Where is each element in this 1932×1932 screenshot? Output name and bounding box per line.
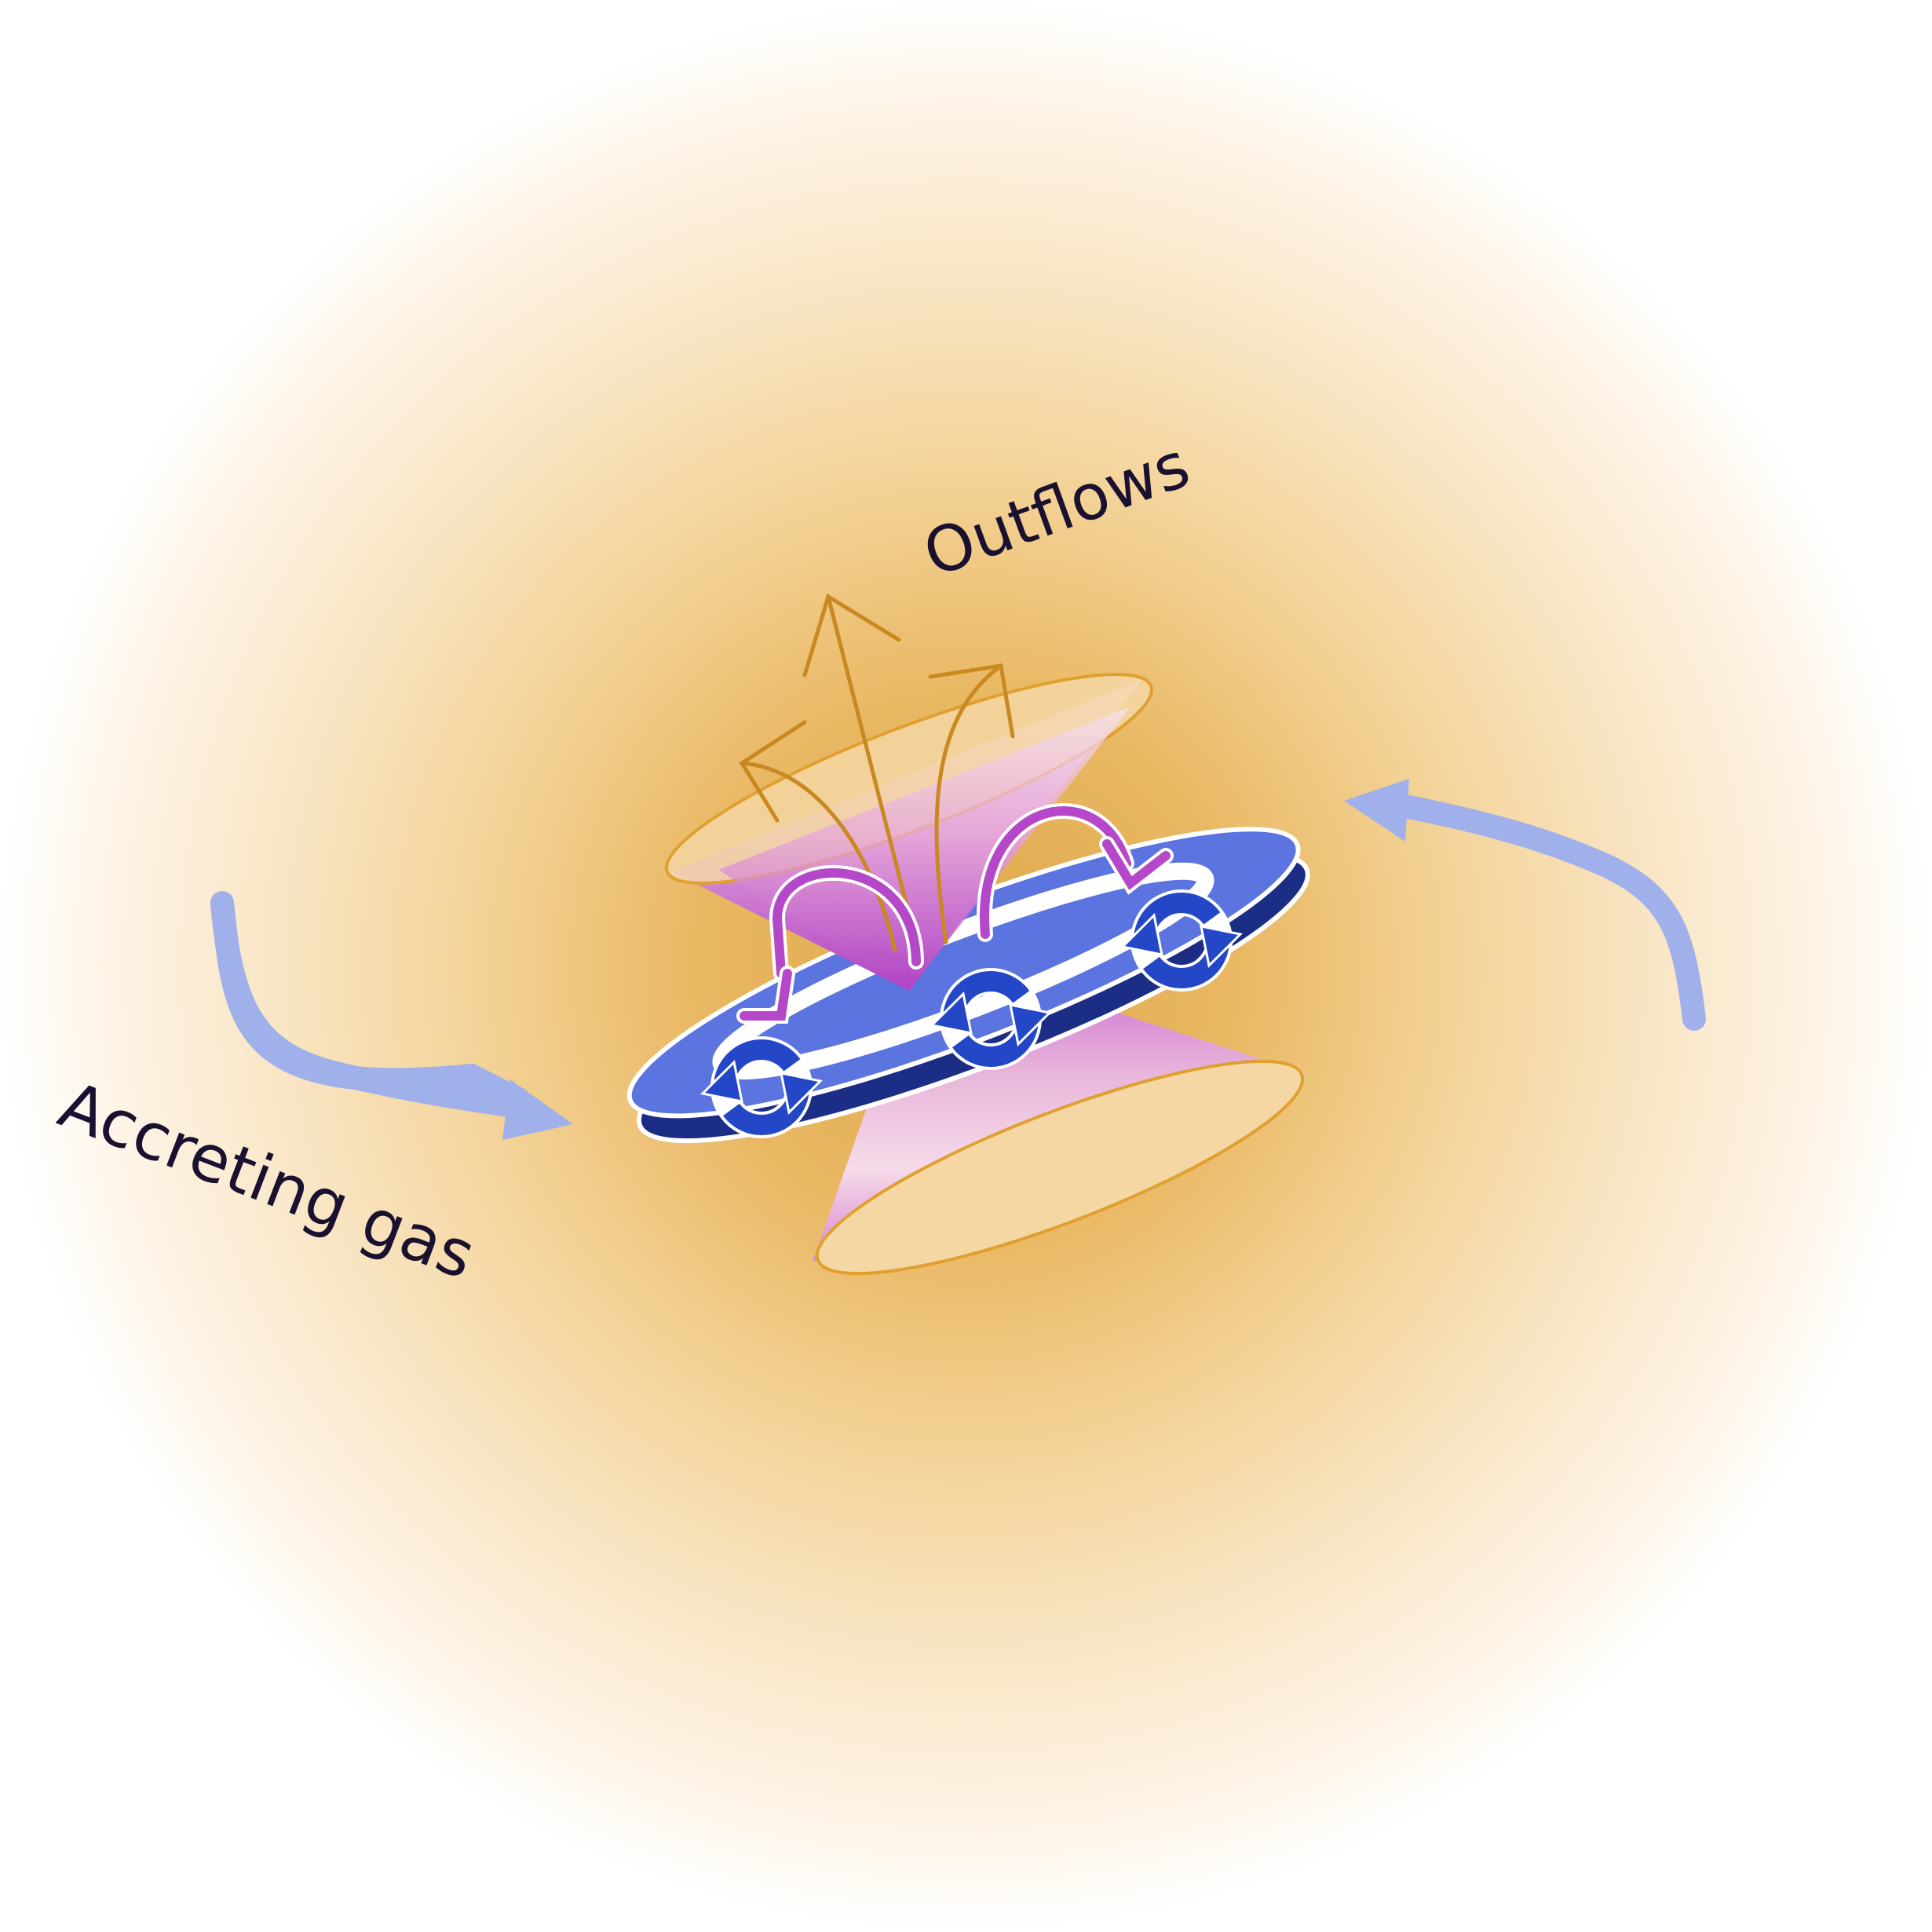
fountain-arrows — [736, 803, 1174, 1024]
outflow-arrows — [739, 593, 1015, 952]
turbulence-swirl-icon — [929, 968, 1053, 1070]
turbulence-swirl-icon — [1119, 889, 1244, 992]
accretion-arrow-icon — [1344, 779, 1706, 1031]
outflow-arrow-icon — [826, 594, 919, 948]
turbulence-swirl-icon — [699, 1036, 824, 1138]
upper-outflow-cone — [665, 673, 1153, 991]
turbulence-swirls — [699, 889, 1244, 1138]
outflow-arrow-icon — [934, 663, 1003, 944]
outflow-arrow-icon — [740, 761, 897, 952]
accretion-arrow-icon — [210, 891, 573, 1140]
fountain-arrow-icon — [977, 803, 1174, 942]
fountain-arrow-icon — [736, 864, 924, 1024]
